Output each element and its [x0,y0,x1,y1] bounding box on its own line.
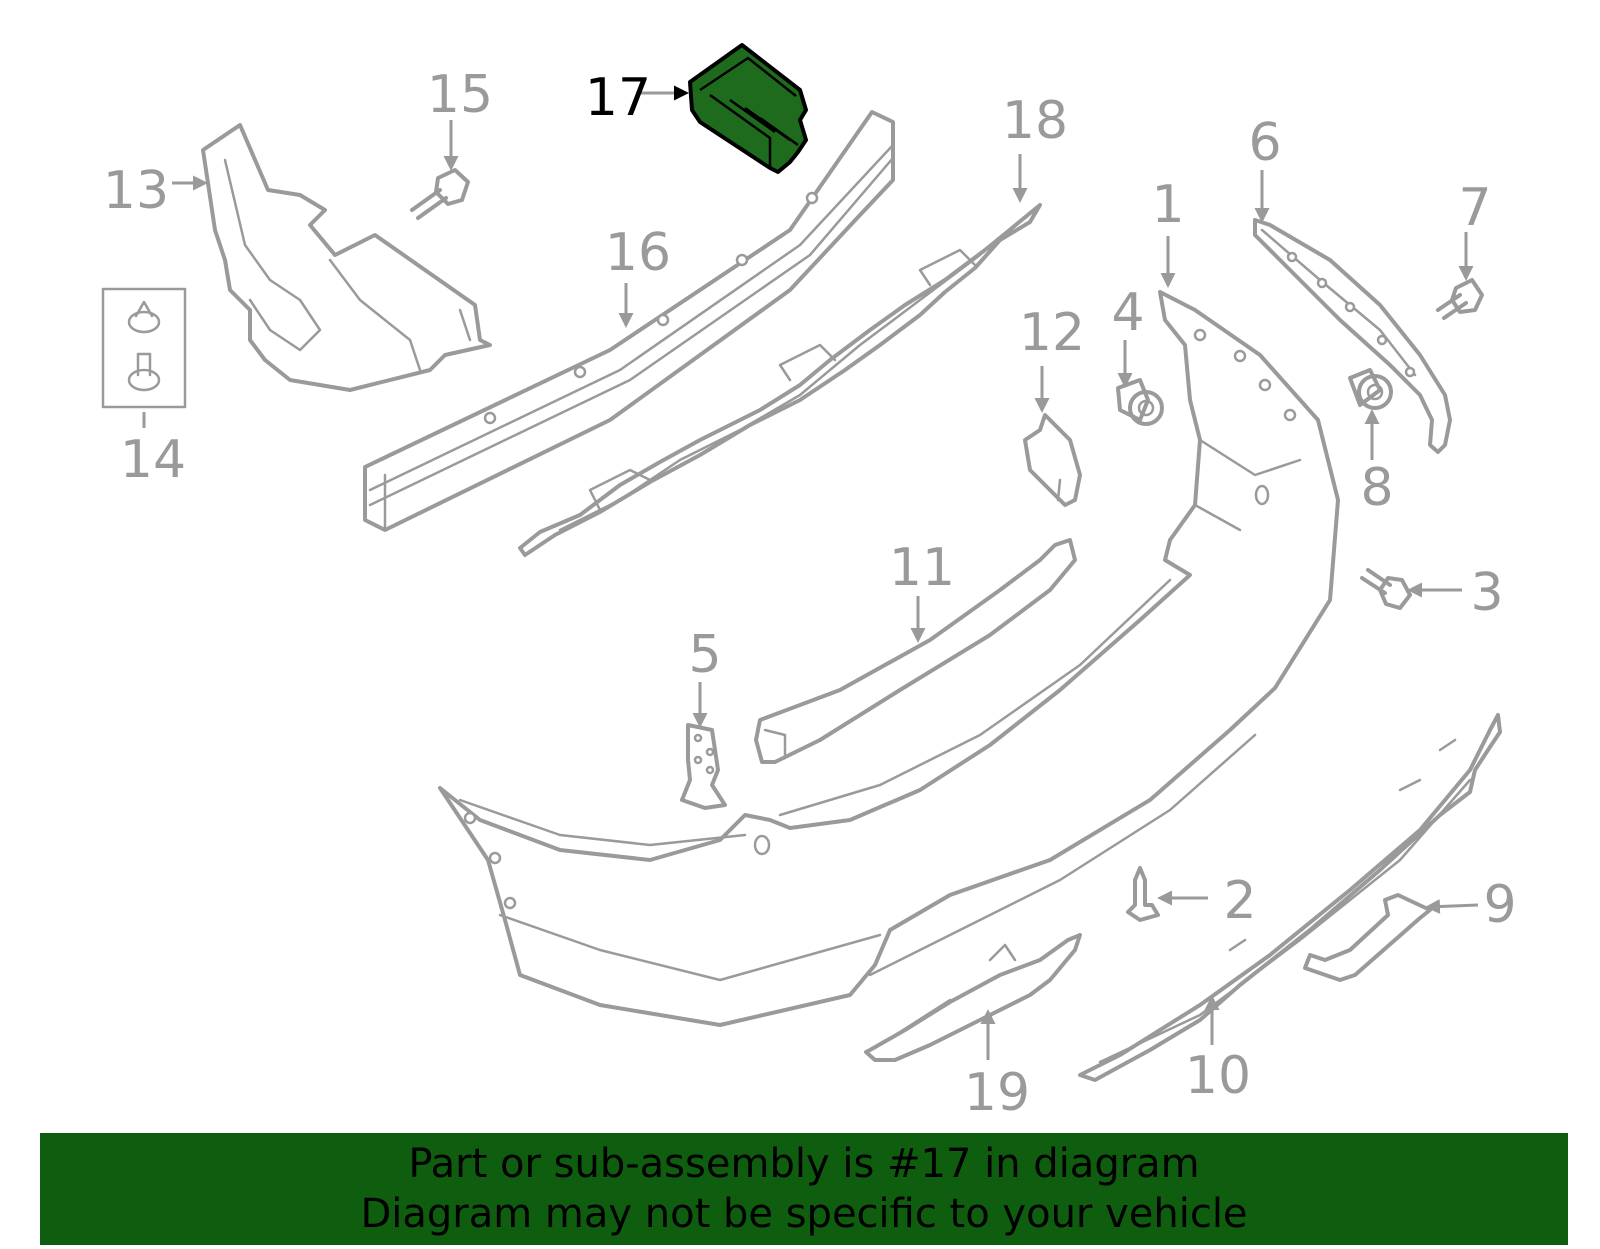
part-4-clip [1116,378,1164,426]
part-8-clip [1348,368,1393,410]
callout-3: 3 [1470,563,1503,623]
part-1-bumper-cover [438,290,1340,1027]
part-15-bolt [410,168,470,220]
banner-line-part-number: Part or sub-assembly is #17 in diagram [408,1141,1200,1187]
callout-18: 18 [1002,91,1068,151]
callout-12: 12 [1019,303,1085,363]
part-2-rivet [1126,866,1160,922]
callout-11: 11 [889,538,955,598]
callout-17-highlighted: 17 [585,68,651,128]
part-16-beam [363,110,895,532]
callout-15: 15 [427,65,493,125]
callout-arrows [142,85,1479,1060]
part-5-bracket [680,723,727,810]
callout-14: 14 [120,430,186,490]
part-17-highlighted [688,43,808,174]
part-11-molding [754,538,1077,764]
part-9-bracket [1303,893,1432,982]
callout-7: 7 [1458,178,1491,238]
callout-4: 4 [1111,283,1144,343]
callout-1: 1 [1151,175,1184,235]
part-7-bolt [1436,278,1484,320]
part-3-bolt [1360,568,1412,610]
callout-13: 13 [103,161,169,221]
callout-2: 2 [1223,871,1256,931]
callout-6: 6 [1248,113,1281,173]
part-18-absorber [518,203,1042,557]
part-6-side-bracket [1253,218,1452,454]
callout-10: 10 [1185,1046,1251,1106]
banner-line-disclaimer: Diagram may not be specific to your vehi… [360,1191,1248,1237]
part-14-clip-kit [101,287,187,409]
part-12-bracket [1023,413,1082,507]
part-13-shield [201,123,492,392]
info-banner: Part or sub-assembly is #17 in diagram D… [40,1133,1568,1245]
callout-labels: 1 2 3 4 5 6 7 8 9 10 11 12 13 14 15 16 1… [103,65,1517,1123]
part-19-trim [864,933,1082,1062]
callout-5: 5 [688,625,721,685]
callout-19: 19 [964,1063,1030,1123]
callout-8: 8 [1360,458,1393,518]
callout-16: 16 [605,223,671,283]
callout-9: 9 [1483,875,1516,935]
